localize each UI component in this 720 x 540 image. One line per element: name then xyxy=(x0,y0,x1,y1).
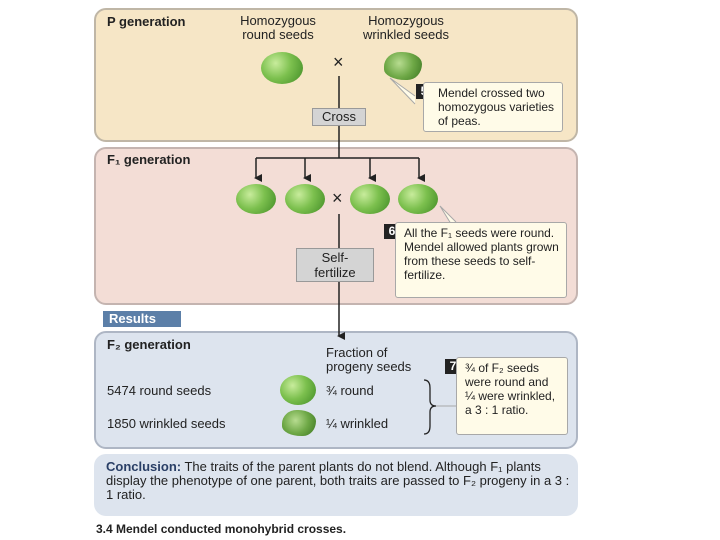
self-fertilize-box: Self- fertilize xyxy=(296,248,374,282)
fraction-header: Fraction of progeny seeds xyxy=(326,345,412,374)
round-count: 5474 round seeds xyxy=(107,383,212,398)
f2-generation-title: F₂ generation xyxy=(107,337,191,352)
f2-brace xyxy=(423,379,437,435)
f1-pea-2 xyxy=(285,184,325,214)
callout-5: Mendel crossed two homozygous varieties … xyxy=(423,82,563,132)
callout-7: ¾ of F₂ seeds were round and ¼ were wrin… xyxy=(456,357,568,435)
round-fraction: ¾ round xyxy=(326,383,374,398)
conclusion-label: Conclusion: xyxy=(106,459,182,474)
homozygous-round-label: Homozygous round seeds xyxy=(240,13,316,42)
cross-box: Cross xyxy=(312,108,366,126)
callout-6: All the F₁ seeds were round. Mendel allo… xyxy=(395,222,567,298)
conclusion-text: Conclusion: The traits of the parent pla… xyxy=(106,460,572,502)
p-cross-symbol: × xyxy=(333,52,344,72)
conclusion-panel xyxy=(94,454,578,516)
wrinkled-fraction: ¼ wrinkled xyxy=(326,416,389,431)
callout-5-pointer xyxy=(389,77,416,105)
wrinkled-pea-p xyxy=(384,52,422,80)
results-tab: Results xyxy=(103,311,181,327)
f1-generation-title: F₁ generation xyxy=(107,152,191,167)
round-pea-p xyxy=(261,52,303,84)
p-generation-title: P generation xyxy=(107,14,186,29)
wrinkled-pea-f2 xyxy=(282,410,316,436)
figure-caption: 3.4 Mendel conducted monohybrid crosses. xyxy=(96,522,347,536)
f1-pea-1 xyxy=(236,184,276,214)
homozygous-wrinkled-label: Homozygous wrinkled seeds xyxy=(363,13,449,42)
f1-pea-3 xyxy=(350,184,390,214)
conclusion-body: The traits of the parent plants do not b… xyxy=(106,459,570,502)
wrinkled-count: 1850 wrinkled seeds xyxy=(107,416,226,431)
f1-cross-symbol: × xyxy=(332,188,343,208)
f1-pea-4 xyxy=(398,184,438,214)
round-pea-f2 xyxy=(280,375,316,405)
